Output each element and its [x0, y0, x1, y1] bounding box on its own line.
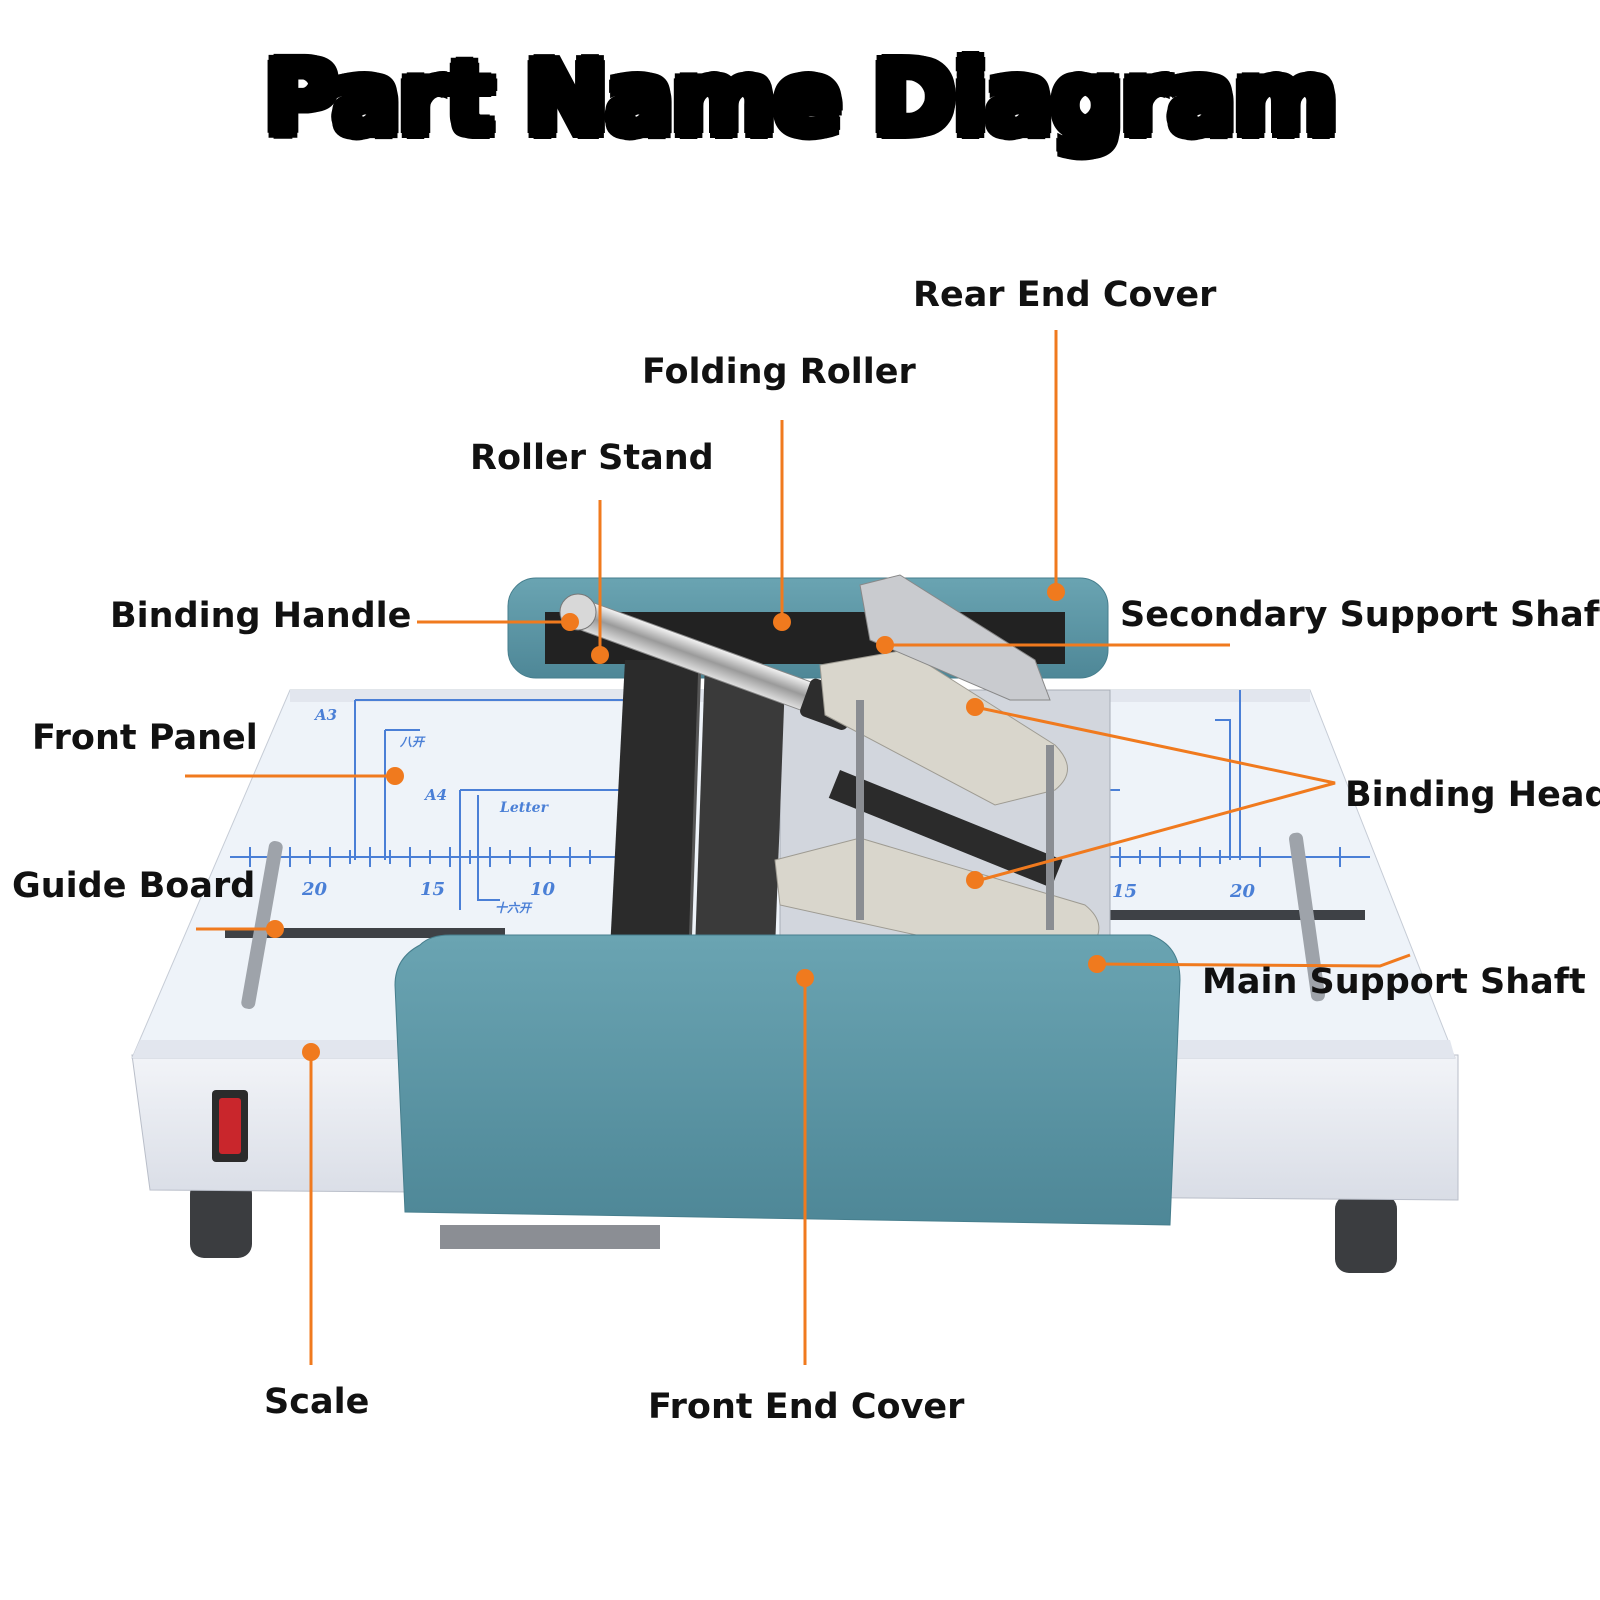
label-front-panel: Front Panel	[32, 718, 258, 758]
label-guide-board: Guide Board	[12, 866, 256, 906]
dot-rear-end-cover	[1047, 583, 1065, 601]
dot-main-support-shaft	[1088, 955, 1106, 973]
marking-20-right: 20	[1229, 881, 1256, 902]
dot-folding-roller	[773, 613, 791, 631]
leader-binding-head	[974, 705, 1336, 882]
panel-markings: A3 八开 A4 Letter 20 15 10 十六开 15 20	[301, 706, 1256, 915]
dot-front-panel	[386, 767, 404, 785]
label-front-end-cover: Front End Cover	[648, 1387, 965, 1427]
label-roller-stand: Roller Stand	[470, 438, 714, 478]
binding-head-black-bar	[828, 769, 1063, 888]
leg-left	[190, 1180, 252, 1258]
dot-binding-head-lower	[966, 871, 984, 889]
label-scale: Scale	[264, 1382, 370, 1422]
callout-lines	[185, 330, 1411, 1365]
marking-a4: A4	[423, 786, 447, 804]
secondary-support-bracket	[859, 574, 1051, 701]
leader-main-support-shaft	[1096, 953, 1411, 968]
binding-head-upper	[819, 649, 1068, 806]
label-binding-handle: Binding Handle	[110, 596, 412, 636]
panel-ruler-ticks	[249, 847, 1341, 867]
dot-front-end-cover	[796, 969, 814, 987]
dot-secondary-support-shaft	[876, 636, 894, 654]
marking-sixteen-open: 十六开	[495, 901, 533, 915]
guide-slot-left	[225, 928, 505, 938]
folding-roller-2	[695, 660, 785, 950]
dot-binding-handle	[561, 613, 579, 631]
marking-10-left: 10	[530, 879, 556, 900]
leg-right	[1335, 1195, 1397, 1273]
leg-center	[440, 1225, 660, 1249]
marking-letter: Letter	[499, 800, 550, 816]
label-binding-head: Binding Head	[1345, 775, 1600, 815]
folding-roller-1	[610, 660, 700, 950]
dot-guide-board	[266, 920, 284, 938]
marking-six-open: 八开	[399, 735, 426, 749]
marking-15-right: 15	[1112, 881, 1137, 902]
front-end-cover	[394, 934, 1181, 1226]
label-folding-roller: Folding Roller	[642, 352, 916, 392]
dot-roller-stand	[591, 646, 609, 664]
label-main-support-shaft: Main Support Shaft	[1202, 962, 1586, 1002]
label-rear-end-cover: Rear End Cover	[913, 275, 1217, 315]
panel-guide-lines	[230, 690, 1370, 910]
dot-binding-head-upper	[966, 698, 984, 716]
guide-slot-right	[1105, 910, 1365, 920]
marking-15-left: 15	[420, 879, 445, 900]
guide-board-right	[1289, 832, 1325, 1002]
guide-board-left	[241, 841, 283, 1009]
diagram-title: Part Name Diagram	[264, 40, 1337, 157]
marking-20-left: 20	[301, 879, 328, 900]
callout-dots	[266, 583, 1106, 1061]
label-secondary-support-shaft: Secondary Support Shaft	[1120, 595, 1600, 635]
dot-scale	[302, 1043, 320, 1061]
marking-a3: A3	[313, 706, 337, 724]
